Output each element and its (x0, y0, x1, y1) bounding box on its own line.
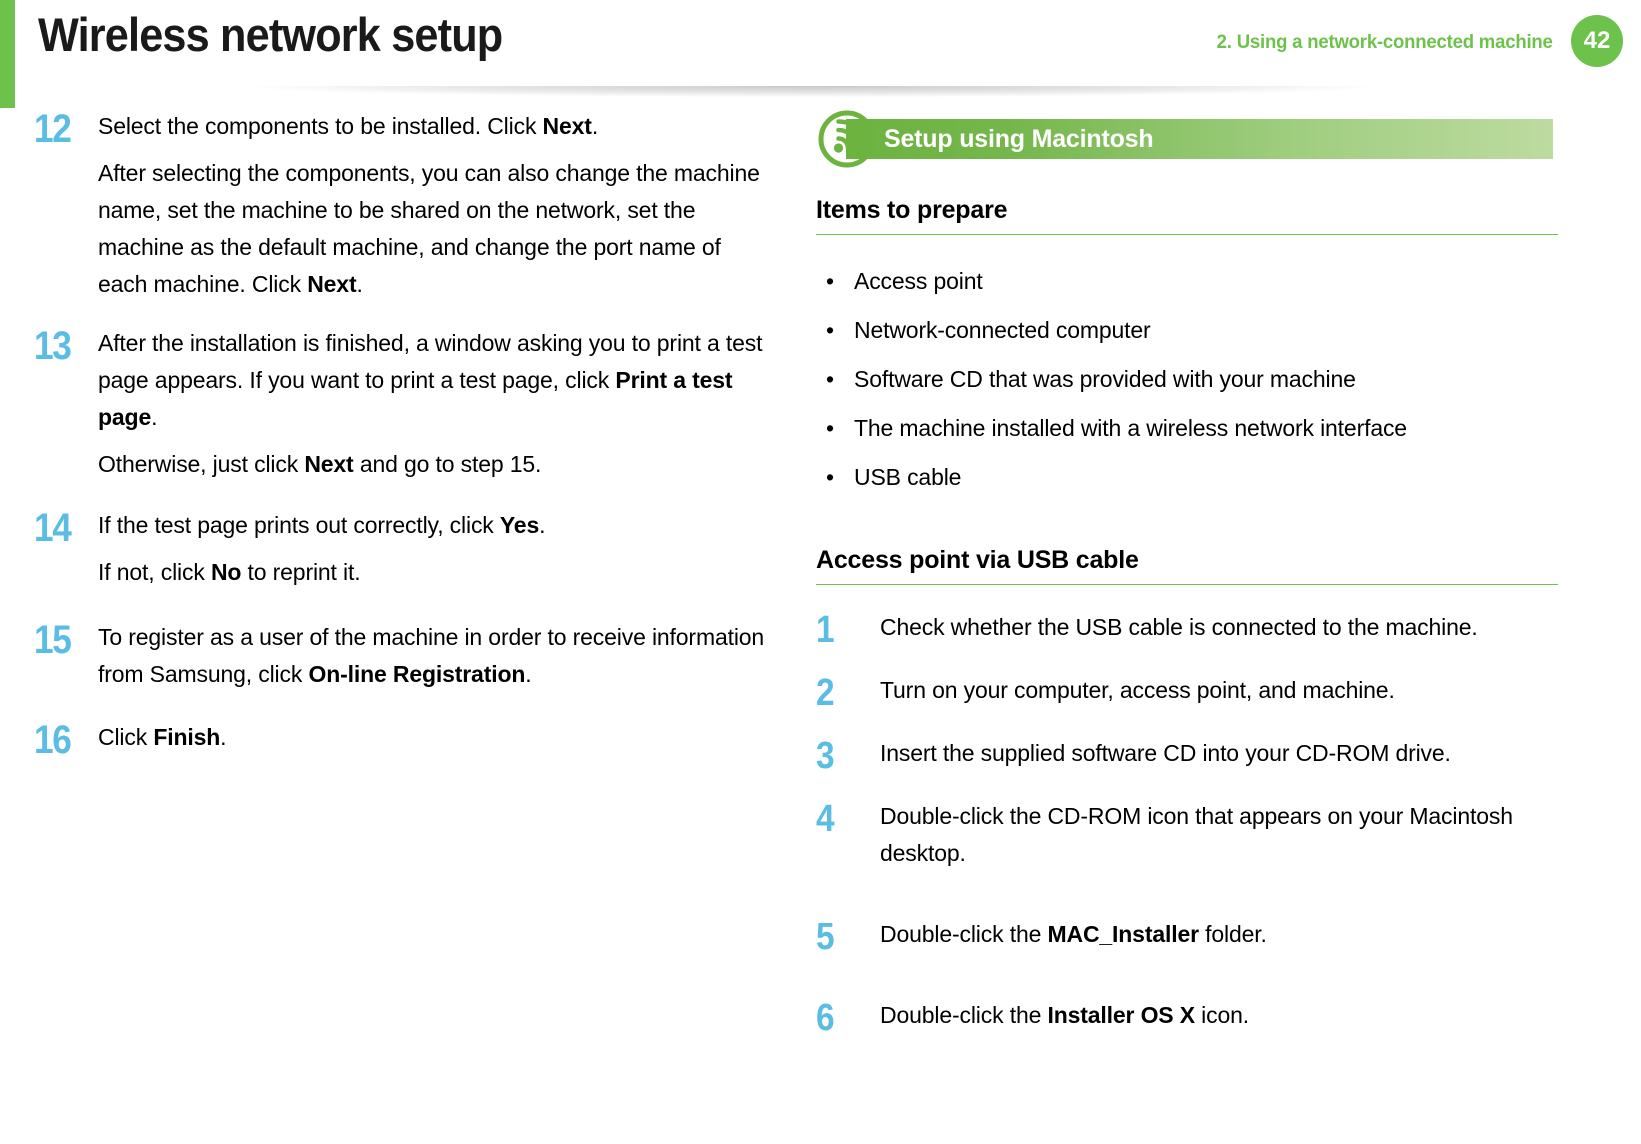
step-6: 6 Double-click the Installer OS X icon. (816, 997, 1558, 1039)
bullet-icon: • (826, 464, 834, 490)
step-paragraph: After the installation is finished, a wi… (98, 330, 763, 430)
wireless-signal-icon (816, 108, 878, 170)
step-paragraph: After selecting the components, you can … (98, 160, 760, 297)
step-3: 3 Insert the supplied software CD into y… (816, 735, 1558, 777)
step-16: 16 Click Finish. (34, 719, 774, 761)
page-number-badge: 42 (1571, 15, 1623, 67)
step-body: Check whether the USB cable is connected… (880, 614, 1478, 640)
step-number: 3 (816, 735, 835, 777)
access-point-steps: 1 Check whether the USB cable is connect… (816, 609, 1558, 1039)
step-body: If the test page prints out correctly, c… (98, 507, 774, 591)
step-body: Click Finish. (98, 719, 774, 756)
list-item-label: Network-connected computer (854, 317, 1151, 343)
step-number: 1 (816, 609, 835, 651)
step-body: Double-click the MAC_Installer folder. (880, 921, 1267, 947)
chapter-breadcrumb: 2. Using a network-connected machine (1217, 31, 1553, 53)
step-number: 2 (816, 672, 835, 714)
ui-term-installer-os-x: Installer OS X (1047, 1002, 1195, 1028)
step-body: Select the components to be installed. C… (98, 108, 774, 303)
step-2: 2 Turn on your computer, access point, a… (816, 672, 1558, 714)
step-number: 5 (816, 916, 835, 958)
step-number: 4 (816, 798, 835, 840)
step-4: 4 Double-click the CD-ROM icon that appe… (816, 798, 1558, 872)
page-title: Wireless network setup (38, 8, 503, 61)
access-point-heading: Access point via USB cable (816, 546, 1558, 585)
ui-term-no: No (210, 559, 242, 585)
bullet-icon: • (826, 415, 834, 441)
step-1: 1 Check whether the USB cable is connect… (816, 609, 1558, 651)
step-body: Turn on your computer, access point, and… (880, 677, 1395, 703)
list-item-label: Software CD that was provided with your … (854, 366, 1356, 392)
ui-term-yes: Yes (499, 512, 540, 538)
list-item: • The machine installed with a wireless n… (816, 404, 1558, 453)
step-number: 13 (34, 324, 72, 368)
ui-term-next: Next (542, 113, 592, 139)
page-header: Wireless network setup 2. Using a networ… (0, 0, 1641, 112)
list-item-label: Access point (854, 268, 983, 294)
items-to-prepare-list: • Access point • Network-connected compute… (816, 257, 1558, 502)
page-content: 12 Select the components to be installed… (0, 108, 1641, 1144)
ui-term-next: Next (304, 451, 354, 477)
step-15: 15 To register as a user of the machine … (34, 619, 774, 693)
bullet-icon: • (826, 268, 834, 294)
step-number: 15 (34, 618, 72, 662)
step-13: 13 After the installation is finished, a… (34, 325, 774, 483)
ui-term-on-line-registration: On-line Registration (308, 661, 526, 687)
step-body: To register as a user of the machine in … (98, 619, 774, 693)
list-item: • USB cable (816, 453, 1558, 502)
step-body: Insert the supplied software CD into you… (880, 740, 1451, 766)
step-14: 14 If the test page prints out correctly… (34, 507, 774, 591)
step-paragraph: Select the components to be installed. C… (98, 113, 599, 139)
list-item: • Software CD that was provided with your… (816, 355, 1558, 404)
ui-term-mac-installer: MAC_Installer (1047, 921, 1199, 947)
header-accent-bar (0, 0, 15, 108)
ui-term-next: Next (307, 271, 357, 297)
step-paragraph: If the test page prints out correctly, c… (98, 512, 546, 538)
step-paragraph: To register as a user of the machine in … (98, 624, 765, 687)
section-banner: Setup using Macintosh (816, 108, 1558, 170)
right-column: Setup using Macintosh Items to prepare •… (816, 108, 1558, 1060)
step-body: Double-click the Installer OS X icon. (880, 1002, 1250, 1028)
step-number: 6 (816, 997, 835, 1039)
step-12: 12 Select the components to be installed… (34, 108, 774, 303)
bullet-icon: • (826, 366, 834, 392)
list-item: • Access point (816, 257, 1558, 306)
banner-bar (846, 119, 1553, 159)
list-item-label: USB cable (854, 464, 962, 490)
step-paragraph: Click Finish. (98, 724, 227, 750)
step-paragraph: Otherwise, just click Next and go to ste… (98, 451, 542, 477)
list-item: • Network-connected computer (816, 306, 1558, 355)
step-number: 12 (34, 107, 72, 151)
list-item-label: The machine installed with a wireless ne… (854, 415, 1407, 441)
step-5: 5 Double-click the MAC_Installer folder. (816, 916, 1558, 958)
left-column: 12 Select the components to be installed… (34, 108, 774, 770)
step-body: Double-click the CD-ROM icon that appear… (880, 803, 1513, 866)
step-body: After the installation is finished, a wi… (98, 325, 774, 483)
bullet-icon: • (826, 317, 834, 343)
step-number: 16 (34, 718, 72, 762)
ui-term-print-a-test-page: Print a test page (98, 367, 733, 430)
step-paragraph: If not, click No to reprint it. (98, 559, 361, 585)
banner-label: Setup using Macintosh (884, 125, 1154, 153)
step-number: 14 (34, 506, 72, 550)
ui-term-finish: Finish (153, 724, 221, 750)
items-to-prepare-heading: Items to prepare (816, 196, 1558, 235)
